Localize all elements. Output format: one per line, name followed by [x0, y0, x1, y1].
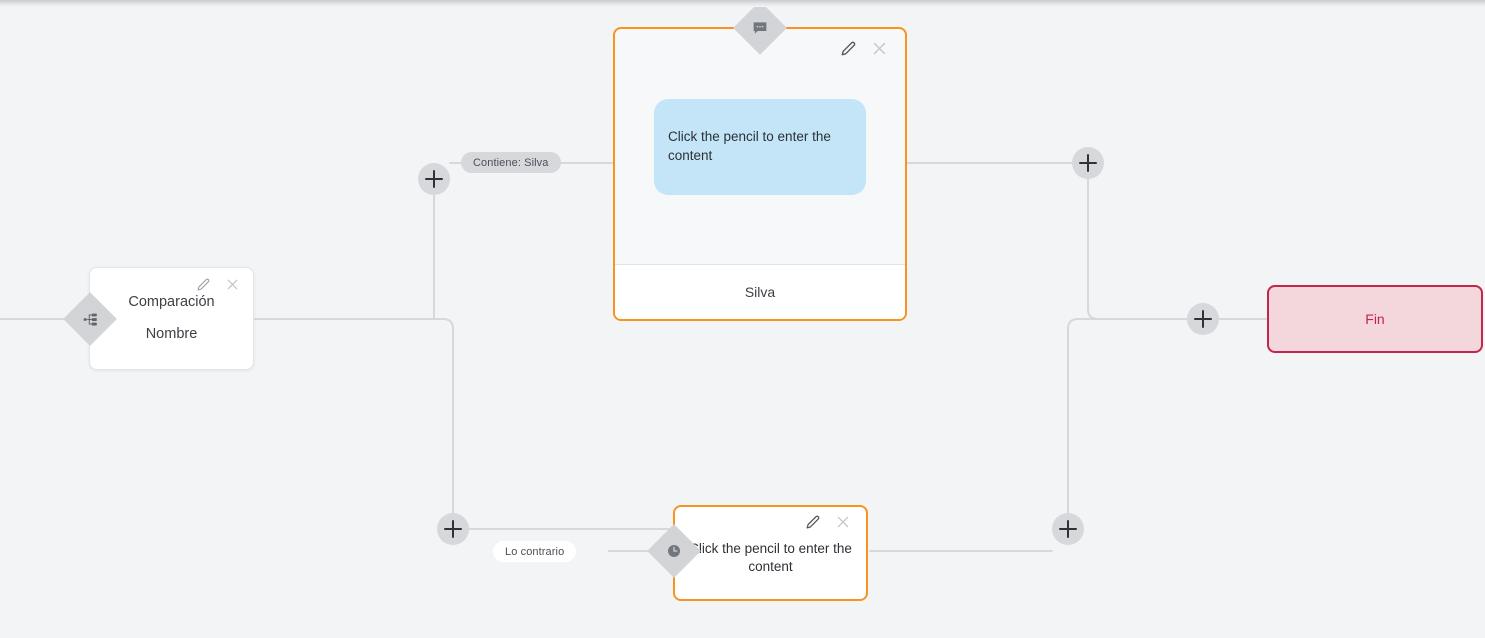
close-icon[interactable]: [226, 278, 239, 291]
clock-icon: [655, 532, 693, 570]
viewport-top-strip: [0, 0, 1485, 7]
node-fin-label: Fin: [1365, 311, 1385, 327]
wait-text: Click the pencil to enter the content: [689, 540, 852, 574]
comparacion-badge[interactable]: [63, 292, 117, 346]
edge-label-lo-contrario-text: Lo contrario: [505, 545, 565, 558]
message-card-tools: [841, 41, 887, 56]
add-node-bottom-left-button[interactable]: [437, 513, 469, 545]
message-footer: Silva: [615, 264, 905, 319]
wait-card-tools: [806, 515, 850, 529]
message-bubble-text: Click the pencil to enter the content: [668, 129, 831, 163]
edge-label-contiene[interactable]: Contiene: Silva: [461, 152, 561, 173]
node-message[interactable]: Click the pencil to enter the content Si…: [613, 27, 907, 321]
edge-top-right-down-to-merge: [1087, 178, 1188, 320]
comparacion-card-tools: [197, 278, 239, 291]
add-node-end-button[interactable]: [1187, 303, 1219, 335]
message-badge[interactable]: [733, 1, 787, 55]
add-node-top-left-button[interactable]: [418, 163, 450, 195]
add-node-bottom-right-button[interactable]: [1052, 513, 1084, 545]
wait-badge[interactable]: [647, 524, 701, 578]
edge-comparison-to-bottom: [254, 318, 454, 514]
edge-bottom-right-up-to-merge: [1067, 318, 1188, 514]
node-fin[interactable]: Fin: [1267, 285, 1483, 353]
comparacion-title: Comparación: [128, 294, 215, 311]
sitemap-branch-icon: [71, 300, 109, 338]
close-icon[interactable]: [836, 515, 850, 529]
edge-label-lo-contrario[interactable]: Lo contrario: [493, 541, 577, 562]
chat-bubble-icon: [741, 9, 779, 47]
message-bubble[interactable]: Click the pencil to enter the content: [654, 98, 866, 195]
comparacion-subtitle: Nombre: [145, 325, 198, 342]
edge-label-contiene-text: Contiene: Silva: [473, 156, 549, 169]
pencil-icon[interactable]: [806, 515, 820, 529]
message-footer-label: Silva: [744, 284, 776, 300]
message-body: Click the pencil to enter the content: [615, 29, 905, 264]
add-node-top-right-button[interactable]: [1072, 147, 1104, 179]
pencil-icon[interactable]: [841, 41, 856, 56]
node-wait[interactable]: Click the pencil to enter the content: [673, 505, 868, 601]
close-icon[interactable]: [872, 41, 887, 56]
pencil-icon[interactable]: [197, 278, 210, 291]
